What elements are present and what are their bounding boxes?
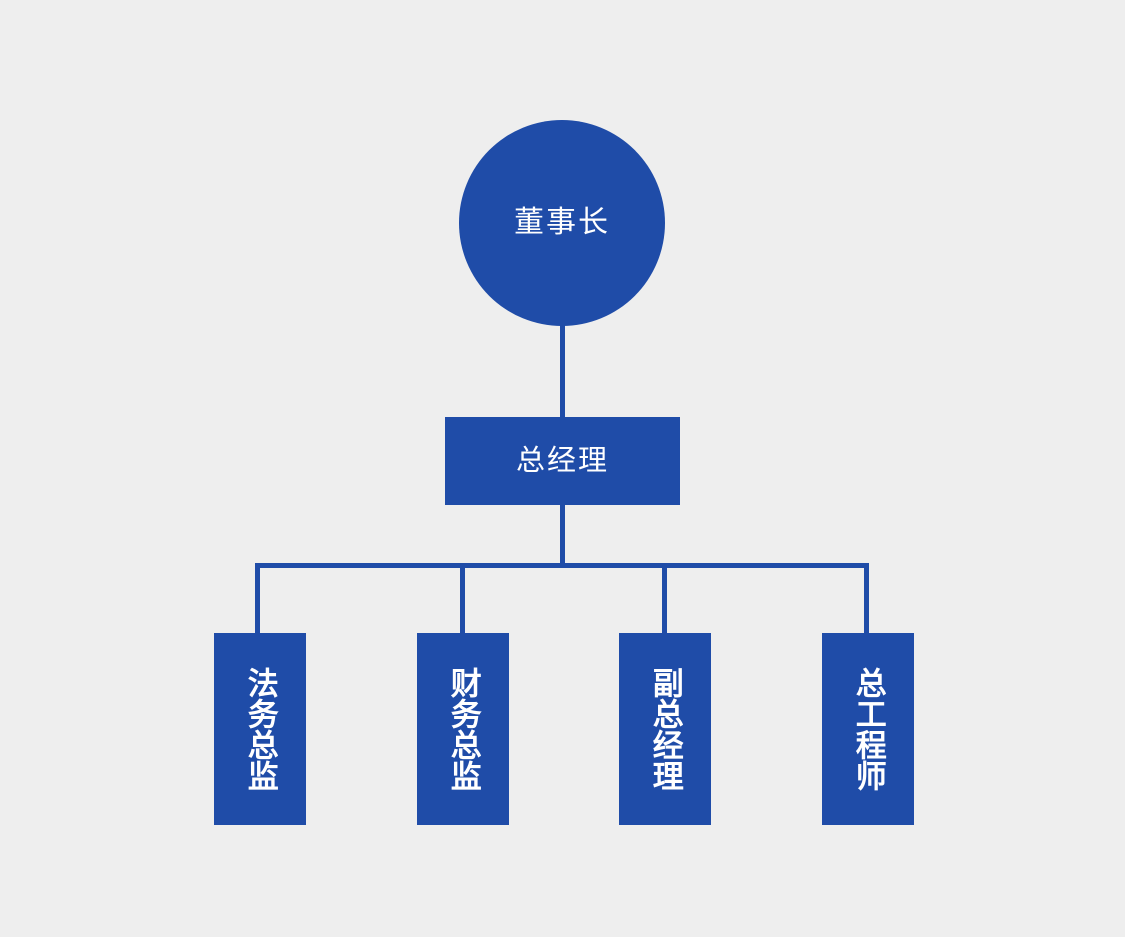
node-chairman-label: 董事长: [514, 206, 610, 239]
connector-general-manager-to-bus: [560, 503, 565, 568]
connector-bus-to-chief-engineer: [864, 563, 869, 635]
node-chairman[interactable]: 董事长: [459, 120, 665, 326]
connector-bus-to-deputy-general-manager: [662, 563, 667, 635]
node-deputy-general-manager-label: 副总经理: [647, 667, 683, 791]
connector-chairman-to-general-manager: [560, 322, 565, 420]
node-deputy-general-manager[interactable]: 副总经理: [619, 633, 711, 825]
node-chief-engineer-label: 总工程师: [850, 667, 886, 791]
node-finance-director[interactable]: 财务总监: [417, 633, 509, 825]
node-general-manager-label: 总经理: [515, 444, 609, 477]
node-finance-director-label: 财务总监: [445, 667, 481, 791]
node-legal-director-label: 法务总监: [242, 667, 278, 791]
connector-horizontal-bus: [255, 563, 869, 568]
node-legal-director[interactable]: 法务总监: [214, 633, 306, 825]
connector-bus-to-legal-director: [255, 563, 260, 635]
node-general-manager[interactable]: 总经理: [445, 417, 680, 505]
node-chief-engineer[interactable]: 总工程师: [822, 633, 914, 825]
connector-bus-to-finance-director: [460, 563, 465, 635]
